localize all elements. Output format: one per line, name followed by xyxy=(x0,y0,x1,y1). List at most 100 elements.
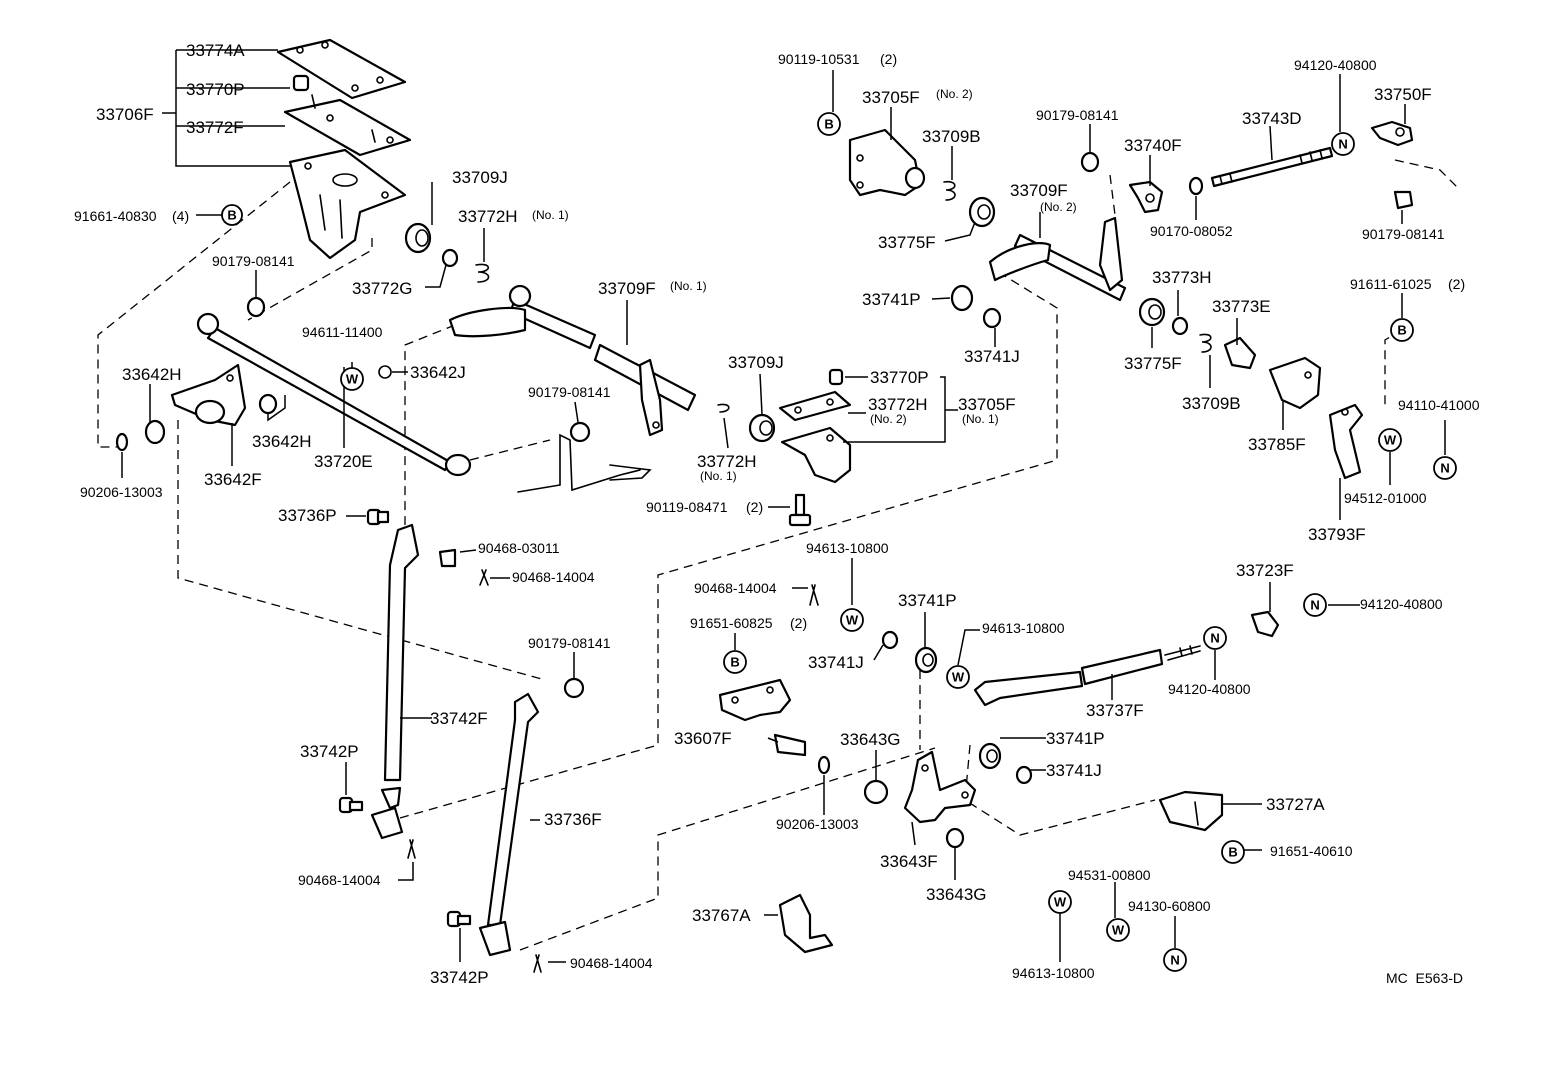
bushing-33643g-a xyxy=(863,779,889,805)
bolt-symbol-90119-10531: B xyxy=(817,112,841,136)
clip-33709b-top xyxy=(943,180,956,201)
label-33740f: 33740F xyxy=(1124,136,1182,155)
bushing-33643g-b xyxy=(945,827,965,849)
rod-33742f xyxy=(370,523,420,840)
plate-33772f xyxy=(283,94,412,157)
bushing-33741p-c xyxy=(978,742,1002,770)
nut-symbol-94120-top: N xyxy=(1331,132,1355,156)
bolt-33742p-b xyxy=(446,910,472,928)
label-33705f-no1: 33705F xyxy=(958,395,1016,414)
washer-33773h xyxy=(1171,316,1189,336)
part-number-labels: 33774A 33770P 33706F 33772F 91661-40830 … xyxy=(74,41,1480,987)
bolt-symbol-91651-40610: B xyxy=(1221,840,1245,864)
washer-90206-left xyxy=(115,432,129,452)
label-33709f-no2-note: (No. 2) xyxy=(1040,200,1077,214)
washer-symbol-94512: W xyxy=(1378,428,1402,452)
svg-text:B: B xyxy=(730,655,739,670)
rod-33736f xyxy=(478,692,540,957)
label-90170-08052: 90170-08052 xyxy=(1150,223,1233,239)
label-94120-40800-c: 94120-40800 xyxy=(1168,681,1251,697)
clip-33772h-top xyxy=(475,263,490,283)
label-33742p-a: 33742P xyxy=(300,742,359,761)
label-90119-08471-qty: (2) xyxy=(746,499,763,515)
svg-text:W: W xyxy=(952,670,965,685)
svg-text:N: N xyxy=(1440,461,1449,476)
label-94120-40800-top: 94120-40800 xyxy=(1294,57,1377,73)
svg-text:B: B xyxy=(824,117,833,132)
svg-text:B: B xyxy=(1228,845,1237,860)
pin-33770p-mid xyxy=(828,368,844,386)
label-33775f-b: 33775F xyxy=(1124,354,1182,373)
lever-33643f xyxy=(903,750,977,824)
label-90468-14004-c: 90468-14004 xyxy=(298,872,381,888)
label-33727a: 33727A xyxy=(1266,795,1325,814)
bushing-33642h-b xyxy=(258,393,278,415)
label-33705f-no2: 33705F xyxy=(862,88,920,107)
label-33607f: 33607F xyxy=(674,729,732,748)
svg-text:B: B xyxy=(227,208,236,223)
label-90119-10531-qty: (2) xyxy=(880,51,897,67)
label-33709b-top: 33709B xyxy=(922,127,981,146)
label-33643g-a: 33643G xyxy=(840,730,901,749)
clip-33709b-b xyxy=(1199,333,1212,353)
label-91651-60825-qty: (2) xyxy=(790,615,807,631)
bolt-symbol-91611: B xyxy=(1390,318,1414,342)
label-91661-qty: (4) xyxy=(172,208,189,224)
label-94512-01000: 94512-01000 xyxy=(1344,490,1427,506)
washer-symbol-94613-a: W xyxy=(840,608,864,632)
cotter-90468-a xyxy=(479,569,489,586)
bushing-33709j-mid xyxy=(748,413,776,443)
label-33742f: 33742F xyxy=(430,709,488,728)
bolt-90119-08471 xyxy=(788,493,812,527)
label-90206-13003-left: 90206-13003 xyxy=(80,484,163,500)
label-91651-60825: 91651-60825 xyxy=(690,615,773,631)
plate-33774a xyxy=(276,38,407,100)
label-33772f: 33772F xyxy=(186,118,244,137)
joint-33723f xyxy=(1250,610,1280,638)
washer-symbol-94611: W xyxy=(340,367,364,391)
washer-90170 xyxy=(1188,176,1204,196)
label-90179-08141-r2: 90179-08141 xyxy=(1362,226,1445,242)
label-33709f-no1-note: (No. 1) xyxy=(670,279,707,293)
label-94613-10800-b: 94613-10800 xyxy=(982,620,1065,636)
label-33709j-mid: 33709J xyxy=(728,353,784,372)
label-33774a: 33774A xyxy=(186,41,245,60)
bushing-33741j-b xyxy=(881,630,899,650)
label-91661-40830: 91661-40830 xyxy=(74,208,157,224)
svg-text:B: B xyxy=(1397,323,1406,338)
plate-33772h-no2 xyxy=(778,390,852,422)
label-33793f: 33793F xyxy=(1308,525,1366,544)
label-91611-qty: (2) xyxy=(1448,276,1465,292)
svg-text:W: W xyxy=(346,372,359,387)
label-33772h-top: 33772H xyxy=(458,207,518,226)
label-90468-14004-d: 90468-14004 xyxy=(570,955,653,971)
washer-33772g xyxy=(441,248,459,268)
label-33720e: 33720E xyxy=(314,452,373,471)
label-91651-40610: 91651-40610 xyxy=(1270,843,1353,859)
nut-symbol-94120-b: N xyxy=(1303,593,1327,617)
cotter-90468-c xyxy=(407,839,416,859)
label-33773e: 33773E xyxy=(1212,297,1271,316)
label-94613-10800-a: 94613-10800 xyxy=(806,540,889,556)
shaft-33709f-no1 xyxy=(448,284,697,437)
pin-33770p-top xyxy=(292,74,310,92)
nut-90179-low xyxy=(563,677,585,699)
label-33772h-no1b-note: (No. 1) xyxy=(700,469,737,483)
bushing-33775f-a xyxy=(968,196,996,228)
label-33736f: 33736F xyxy=(544,810,602,829)
bracket-33706f xyxy=(288,148,407,260)
bolt-33736p xyxy=(366,508,390,526)
label-94611-11400: 94611-11400 xyxy=(302,324,383,340)
label-33775f-a: 33775F xyxy=(878,233,936,252)
bracket-33705f-no2 xyxy=(848,128,926,197)
svg-text:N: N xyxy=(1338,137,1347,152)
switch-33773e xyxy=(1223,336,1257,370)
label-90119-10531: 90119-10531 xyxy=(778,51,860,67)
bracket-33607f xyxy=(718,678,807,757)
label-33772h-top-note: (No. 1) xyxy=(532,208,569,222)
label-90468-14004-a: 90468-14004 xyxy=(512,569,595,585)
clip-33772h-no1b xyxy=(717,403,730,413)
label-90468-14004-b: 90468-14004 xyxy=(694,580,777,596)
label-33772h-no2-note: (No. 2) xyxy=(870,412,907,426)
